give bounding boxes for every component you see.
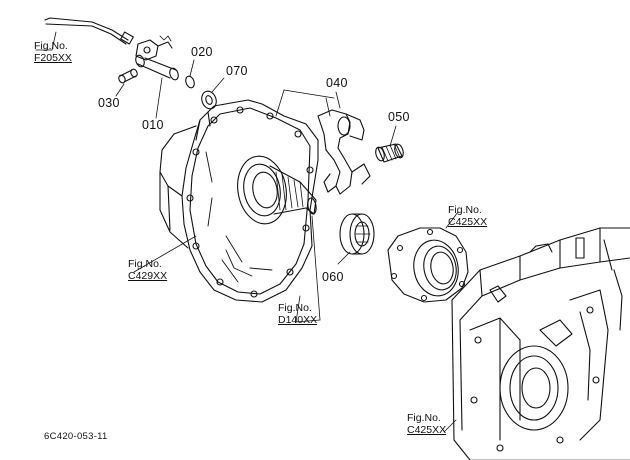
fig-ref-caption: Fig.No. [278,302,312,314]
part-number-050: 050 [388,110,410,124]
part-number-010: 010 [142,118,164,132]
fig-ref-caption: Fig.No. [448,204,482,216]
part-number-040: 040 [326,76,348,90]
shifter-collar-060 [339,213,375,255]
shift-cable [44,17,134,45]
leader-lines [35,31,459,433]
rear-case [451,227,630,460]
shift-shaft-010 [135,35,179,81]
fig-ref-d140xx: Fig.No. D140XX [278,302,317,326]
drawing-code: 6C420-053-11 [44,431,108,442]
transmission-case [159,99,319,303]
washer-070 [201,90,217,110]
fig-ref-f205xx: Fig.No. F205XX [34,40,72,64]
fig-ref-code: F205XX [34,52,72,64]
part-number-060: 060 [322,270,344,284]
fig-ref-caption: Fig.No. [34,40,68,52]
part-number-020: 020 [191,45,213,59]
output-hub [237,155,317,225]
fig-ref-c429xx: Fig.No. C429XX [128,258,167,282]
fig-ref-code: D140XX [278,314,318,326]
fig-ref-caption: Fig.No. [407,412,441,424]
fig-ref-c425xx-mid: Fig.No. C425XX [448,204,487,228]
fig-ref-code: C429XX [128,270,168,282]
pin-030 [118,68,138,84]
shift-fork-040 [317,97,371,195]
part-number-030: 030 [98,96,120,110]
o-ring-020 [185,75,195,89]
part-number-070: 070 [226,64,248,78]
fig-ref-code: C425XX [407,424,447,436]
spring-050 [375,143,404,163]
fig-ref-c425xx-bottom: Fig.No. C425XX [407,412,446,436]
fig-ref-caption: Fig.No. [128,258,162,270]
fig-ref-code: C425XX [448,216,488,228]
gear-housing [387,227,469,303]
